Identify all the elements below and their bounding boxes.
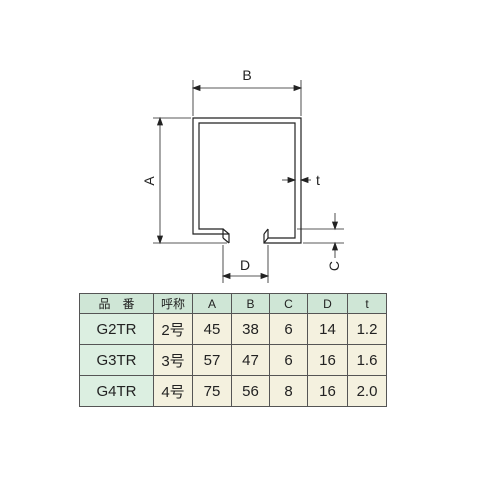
table-row: G4TR 4号 75 56 8 16 2.0 bbox=[79, 375, 387, 407]
cell-c: 8 bbox=[269, 375, 308, 407]
cell-t: 2.0 bbox=[347, 375, 387, 407]
dim-c-label: C bbox=[326, 261, 342, 271]
dimension-t bbox=[282, 176, 311, 184]
channel-lip-left-top bbox=[222, 228, 230, 235]
dim-a-label: A bbox=[141, 176, 157, 186]
dimension-b bbox=[191, 80, 303, 116]
dim-c-arrow-top bbox=[331, 221, 339, 231]
cell-a: 57 bbox=[192, 344, 232, 376]
cell-d: 16 bbox=[307, 375, 348, 407]
cell-a: 75 bbox=[192, 375, 232, 407]
dim-d-label: D bbox=[240, 257, 250, 273]
cell-d: 14 bbox=[307, 313, 348, 345]
header-a: A bbox=[192, 293, 232, 314]
cell-part-number: G3TR bbox=[79, 344, 154, 376]
cell-c: 6 bbox=[269, 313, 308, 345]
channel-lip-left-end bbox=[222, 237, 230, 244]
table-row: G3TR 3号 57 47 6 16 1.6 bbox=[79, 344, 387, 376]
channel-cross-section-drawing: B A t C D bbox=[141, 67, 344, 283]
channel-inner-outline bbox=[198, 122, 296, 239]
header-part-number: 品 番 bbox=[79, 293, 154, 314]
dim-b-label: B bbox=[242, 67, 251, 83]
header-d: D bbox=[307, 293, 348, 314]
header-b: B bbox=[231, 293, 270, 314]
table-row: G2TR 2号 45 38 6 14 1.2 bbox=[79, 313, 387, 345]
channel-lip-right-top bbox=[263, 228, 269, 235]
cell-t: 1.2 bbox=[347, 313, 387, 345]
channel-outer-outline bbox=[192, 117, 302, 244]
header-nominal: 呼称 bbox=[153, 293, 193, 314]
dimension-d bbox=[221, 245, 270, 283]
cell-t: 1.6 bbox=[347, 344, 387, 376]
channel-profile bbox=[192, 117, 302, 244]
dim-b-arrow-right bbox=[293, 84, 303, 92]
dim-d-arrow-left bbox=[221, 272, 231, 280]
cell-b: 47 bbox=[231, 344, 270, 376]
cell-c: 6 bbox=[269, 344, 308, 376]
channel-lip-right-end bbox=[263, 237, 269, 244]
cell-a: 45 bbox=[192, 313, 232, 345]
dimension-c bbox=[297, 213, 344, 258]
cell-part-number: G2TR bbox=[79, 313, 154, 345]
cell-b: 56 bbox=[231, 375, 270, 407]
spec-table-header-row: 品 番 呼称 A B C D t bbox=[79, 293, 387, 314]
cell-b: 38 bbox=[231, 313, 270, 345]
dimension-a bbox=[153, 116, 227, 245]
dim-b-arrow-left bbox=[191, 84, 201, 92]
dim-t-label: t bbox=[316, 172, 320, 188]
dim-a-arrow-bottom bbox=[156, 235, 164, 245]
dim-d-arrow-right bbox=[260, 272, 270, 280]
dim-t-arrow-left bbox=[287, 176, 297, 184]
cell-part-number: G4TR bbox=[79, 375, 154, 407]
dim-t-arrow-right bbox=[299, 176, 309, 184]
cell-nominal: 2号 bbox=[153, 313, 193, 345]
header-c: C bbox=[269, 293, 308, 314]
dim-a-arrow-top bbox=[156, 116, 164, 126]
dim-c-arrow-bottom bbox=[331, 241, 339, 251]
cell-d: 16 bbox=[307, 344, 348, 376]
cell-nominal: 4号 bbox=[153, 375, 193, 407]
spec-table: 品 番 呼称 A B C D t G2TR 2号 45 38 6 14 1.2 … bbox=[79, 293, 387, 407]
cell-nominal: 3号 bbox=[153, 344, 193, 376]
header-t: t bbox=[347, 293, 387, 314]
